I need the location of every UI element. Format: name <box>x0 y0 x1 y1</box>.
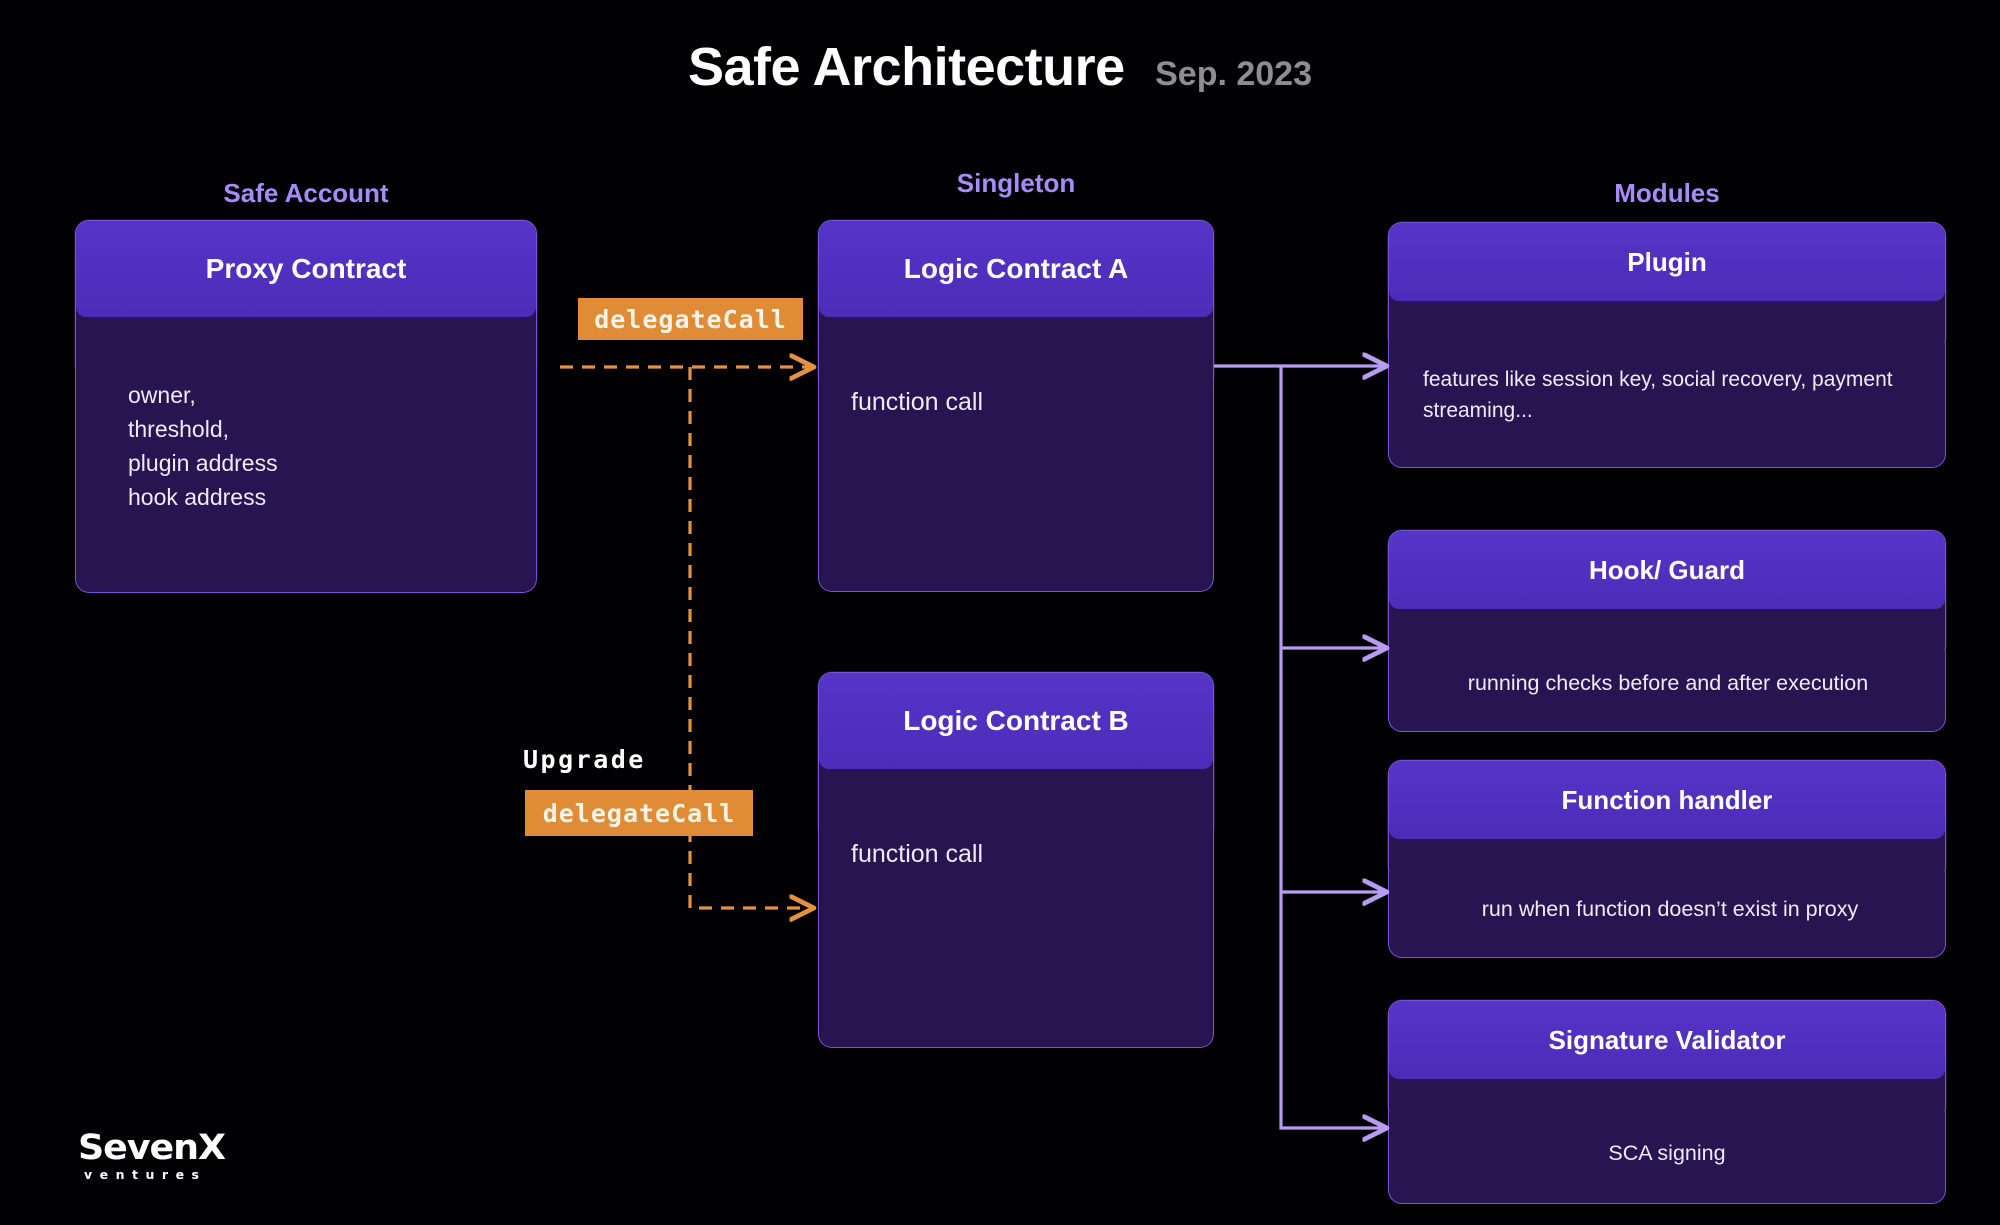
sevenx-logo: SevenX ventures <box>78 1130 226 1183</box>
section-label-singleton: Singleton <box>956 168 1076 198</box>
logo-wordmark: SevenX <box>78 1128 226 1168</box>
logo-tagline: ventures <box>84 1167 207 1182</box>
card-module-signature-validator[interactable]: Signature Validator <box>1388 1000 1946 1122</box>
title-text: Safe Architecture <box>687 37 1125 97</box>
card-module-function-handler-title: Function handler <box>1389 761 1945 839</box>
card-module-function-handler[interactable]: Function handler <box>1388 760 1946 882</box>
badge-delegatecall-upper: delegateCall <box>578 298 803 340</box>
page-title: Safe Architecture Sep. 2023 <box>0 36 2000 98</box>
card-module-hook-guard-title: Hook/ Guard <box>1389 531 1945 609</box>
proxy-contract-attributes: owner, threshold, plugin address hook ad… <box>128 382 278 510</box>
card-module-plugin[interactable]: Plugin <box>1388 222 1946 352</box>
card-module-hook-guard-body: running checks before and after executio… <box>1388 650 1946 732</box>
card-module-hook-guard[interactable]: Hook/ Guard <box>1388 530 1946 660</box>
card-logic-contract-b-body: function call <box>818 792 1214 1048</box>
badge-delegatecall-lower: delegateCall <box>525 790 753 836</box>
label-upgrade: Upgrade <box>523 745 646 774</box>
card-logic-contract-a-title: Logic Contract A <box>819 221 1213 317</box>
title-date: Sep. 2023 <box>1155 55 1312 93</box>
card-module-signature-validator-title: Signature Validator <box>1389 1001 1945 1079</box>
section-label-modules: Modules <box>1614 178 1720 208</box>
wire-logic-a-to-modules <box>1214 366 1385 1128</box>
section-label-safe-account: Safe Account <box>223 178 389 208</box>
card-module-signature-validator-body: SCA signing <box>1388 1112 1946 1204</box>
card-module-function-handler-body: run when function doesn’t exist in proxy <box>1388 872 1946 958</box>
card-module-plugin-body: features like session key, social recove… <box>1388 342 1946 468</box>
card-logic-contract-a-body: function call <box>818 340 1214 592</box>
card-proxy-contract-body: owner, threshold, plugin address hook ad… <box>75 340 537 593</box>
card-module-plugin-title: Plugin <box>1389 223 1945 301</box>
card-logic-contract-b-title: Logic Contract B <box>819 673 1213 769</box>
card-proxy-contract-title: Proxy Contract <box>76 221 536 317</box>
